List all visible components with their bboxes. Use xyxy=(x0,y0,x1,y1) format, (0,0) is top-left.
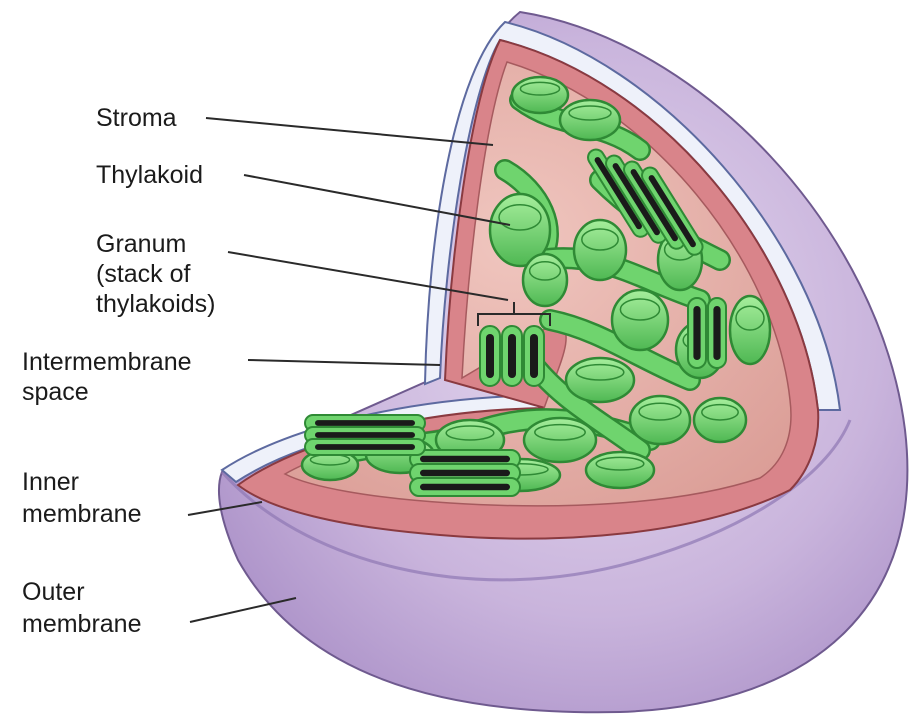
granum-lumen xyxy=(693,306,700,360)
label-outer-membrane: Outer xyxy=(22,578,85,606)
label-stroma: Stroma xyxy=(96,104,177,132)
stroma-leader xyxy=(206,118,493,145)
intermembrane-leader xyxy=(248,360,440,365)
label-granum: Granum xyxy=(96,230,186,258)
label-granum-line2: (stack of xyxy=(96,260,191,288)
granum-lumen xyxy=(486,334,494,378)
label-inner-membrane-line2: membrane xyxy=(22,500,142,528)
label-outer-membrane-line2: membrane xyxy=(22,610,142,638)
granum-lumen xyxy=(315,432,415,438)
granum-lumen xyxy=(315,420,415,426)
granum-lumen xyxy=(315,444,415,450)
label-thylakoid: Thylakoid xyxy=(96,161,203,189)
granum-lumen xyxy=(420,470,510,476)
granum-lumen xyxy=(508,334,516,378)
labels: Stroma Thylakoid Granum (stack of thylak… xyxy=(22,104,216,638)
granum-lumen xyxy=(530,334,538,378)
granum-lumen xyxy=(713,306,720,360)
label-intermembrane-line2: space xyxy=(22,378,89,406)
label-intermembrane: Intermembrane xyxy=(22,348,192,376)
label-inner-membrane: Inner xyxy=(22,468,79,496)
granum-lumen xyxy=(420,456,510,462)
label-granum-line3: thylakoids) xyxy=(96,290,216,318)
granum-lumen xyxy=(420,484,510,490)
